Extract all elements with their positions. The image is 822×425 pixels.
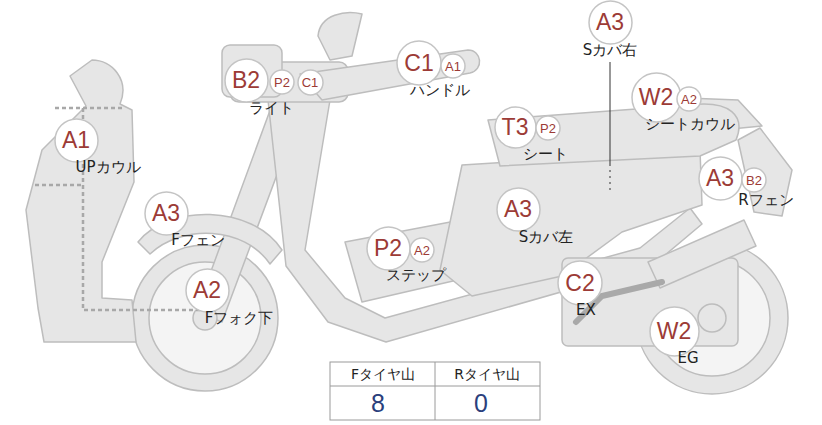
damage-code-badge: A1 <box>440 53 466 79</box>
part-name: Sカバ右 <box>583 42 638 59</box>
circle-shape <box>650 307 699 356</box>
table-grid <box>330 362 540 420</box>
circle-shape <box>397 41 441 85</box>
damage-code: A1 <box>445 60 461 73</box>
damage-code-badge: P2 <box>535 115 561 141</box>
damage-code: B2 <box>232 69 260 92</box>
illustration-part <box>26 13 792 394</box>
part-name: シート <box>523 146 568 163</box>
cowl-dotted-lines <box>35 108 200 310</box>
tyre-table <box>330 362 540 420</box>
seat <box>488 104 739 166</box>
dotted-line <box>83 108 200 310</box>
part-name: Sカバ左 <box>519 229 574 246</box>
damage-code-circle: A3 <box>698 156 743 201</box>
circle-shape <box>145 192 188 235</box>
handlebar <box>300 50 480 100</box>
circle-shape <box>495 107 536 148</box>
circle-shape <box>632 73 681 122</box>
circle-shape <box>558 261 602 305</box>
part-name: Fフォク下 <box>205 310 274 327</box>
circle-shape <box>410 238 434 262</box>
rear-hub <box>698 304 726 332</box>
circle-shape <box>55 119 98 162</box>
damage-code: A3 <box>706 167 734 190</box>
damage-code-circle: C2 <box>557 260 603 306</box>
circle-shape <box>677 87 701 111</box>
circle-shape <box>589 1 632 44</box>
damage-code-circle: A2 <box>185 268 230 313</box>
dotted-line <box>35 184 83 187</box>
damage-code-circle: C1 <box>396 40 442 86</box>
circle-shape <box>742 168 766 192</box>
part-name: ライト <box>249 100 294 117</box>
damage-code: W2 <box>639 86 674 109</box>
damage-code: P2 <box>540 122 556 135</box>
circle-shape <box>270 70 294 94</box>
part-name: ステップ <box>386 267 446 284</box>
damage-code: A3 <box>596 11 624 34</box>
damage-code: C2 <box>565 272 594 295</box>
part-name: EG <box>677 350 698 367</box>
leader-line-dotted <box>610 170 611 192</box>
damage-code-circle: T3 <box>494 106 537 149</box>
damage-code-circle: A3 <box>496 187 541 232</box>
part-name: Fフェン <box>171 232 225 249</box>
damage-code: P2 <box>374 237 402 260</box>
damage-code: T3 <box>502 116 529 139</box>
circle-shape <box>186 269 229 312</box>
table-header: Fタイヤ山 <box>351 367 415 382</box>
damage-code: B2 <box>746 174 762 187</box>
damage-code: C1 <box>302 76 319 89</box>
damage-code: A1 <box>62 129 90 152</box>
damage-code: A2 <box>414 244 430 257</box>
damage-code-circle: B2 <box>224 58 269 103</box>
leader-line <box>610 62 611 166</box>
damage-code-badge: C1 <box>297 69 324 96</box>
damage-code: A3 <box>152 202 180 225</box>
rear-shock <box>648 220 756 288</box>
damage-code: C1 <box>404 52 433 75</box>
damage-code: A3 <box>504 198 532 221</box>
part-name: ハンドル <box>410 82 470 99</box>
damage-code: W2 <box>657 320 692 343</box>
front-tire <box>132 245 278 391</box>
circle-shape <box>367 227 410 270</box>
front-upper-cowl <box>26 60 136 342</box>
damage-code-circle: A3 <box>144 191 189 236</box>
part-name: Rフェン <box>738 192 793 209</box>
circle-shape <box>536 116 560 140</box>
circle-shape <box>225 59 268 102</box>
damage-code: A2 <box>681 93 697 106</box>
damage-code-circle: A1 <box>54 118 99 163</box>
damage-code-badge: A2 <box>676 86 702 112</box>
part-name: シートカウル <box>645 116 735 133</box>
dotted-line <box>55 107 125 110</box>
table-value: 8 <box>371 390 385 418</box>
damage-code-badge: P2 <box>269 69 295 95</box>
damage-code-circle: P2 <box>366 226 411 271</box>
table-frame <box>330 362 540 420</box>
mirror <box>318 13 362 60</box>
damage-code-badge: A2 <box>409 237 435 263</box>
circle-shape <box>298 70 323 95</box>
circle-shape <box>699 157 742 200</box>
table-header: Rタイヤ山 <box>454 367 520 382</box>
circle-shape <box>497 188 540 231</box>
damage-code-circle: A3 <box>588 0 633 45</box>
damage-code-badge: B2 <box>741 167 767 193</box>
table-value: 0 <box>474 390 488 418</box>
circle-shape <box>441 54 465 78</box>
damage-code: P2 <box>274 76 290 89</box>
damage-code: A2 <box>193 279 221 302</box>
part-name: EX <box>576 302 596 319</box>
part-name: UPカウル <box>75 159 140 176</box>
